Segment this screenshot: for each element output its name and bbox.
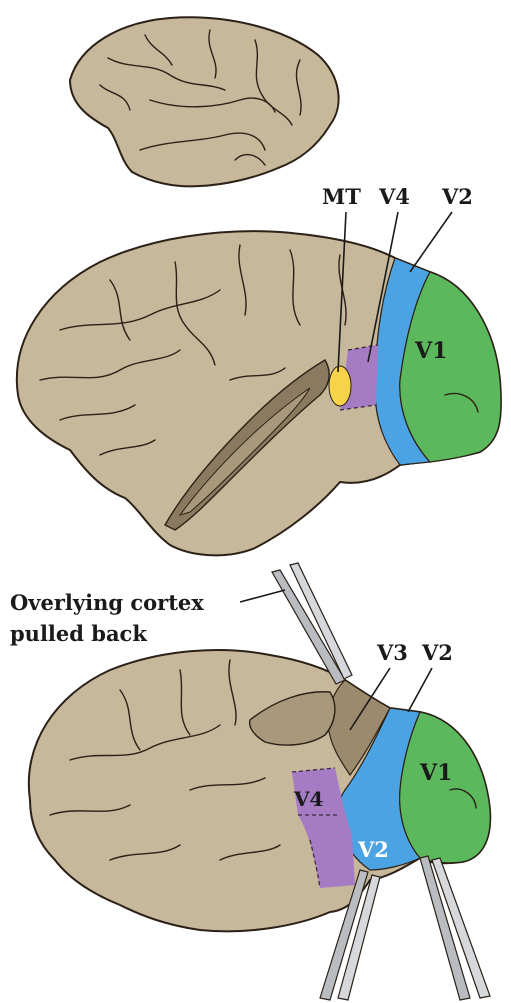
leader-v2-middle <box>409 211 453 273</box>
label-v3-bottom: V3 <box>376 640 408 665</box>
leader-v3-bottom <box>349 667 391 731</box>
leader-callout <box>239 589 286 603</box>
leader-v2-bottom <box>407 667 433 713</box>
bottom-labels: Overlying cortex pulled back V3 V2 V1 V4… <box>10 589 453 862</box>
label-v2-bottom: V2 <box>357 837 389 862</box>
label-v1-middle: V1 <box>414 338 447 364</box>
v1-middle <box>399 271 502 463</box>
callout-line1: Overlying cortex <box>10 590 204 615</box>
small-brain <box>68 16 340 188</box>
v1-bottom <box>399 711 491 864</box>
middle-brain <box>15 230 502 557</box>
label-mt: MT <box>322 184 361 209</box>
callout-line2: pulled back <box>10 621 147 646</box>
pulled-cortex-flap <box>248 691 336 746</box>
leader-mt <box>337 211 347 373</box>
label-v2-bottom-top: V2 <box>421 640 453 665</box>
label-v4-middle: V4 <box>378 184 410 209</box>
v4-bottom <box>292 768 355 888</box>
middle-labels: MT V4 V2 V1 <box>322 184 473 373</box>
leader-v4-middle <box>367 211 399 363</box>
label-v4-bottom: V4 <box>293 787 324 811</box>
bottom-brain <box>27 649 492 933</box>
mt-middle <box>328 365 352 407</box>
small-brain-cortex <box>68 16 340 188</box>
label-v1-bottom: V1 <box>419 760 452 786</box>
label-v2-middle: V2 <box>441 184 473 209</box>
lateral-sulcus-inner <box>178 387 311 516</box>
forceps-icon <box>271 562 491 1001</box>
